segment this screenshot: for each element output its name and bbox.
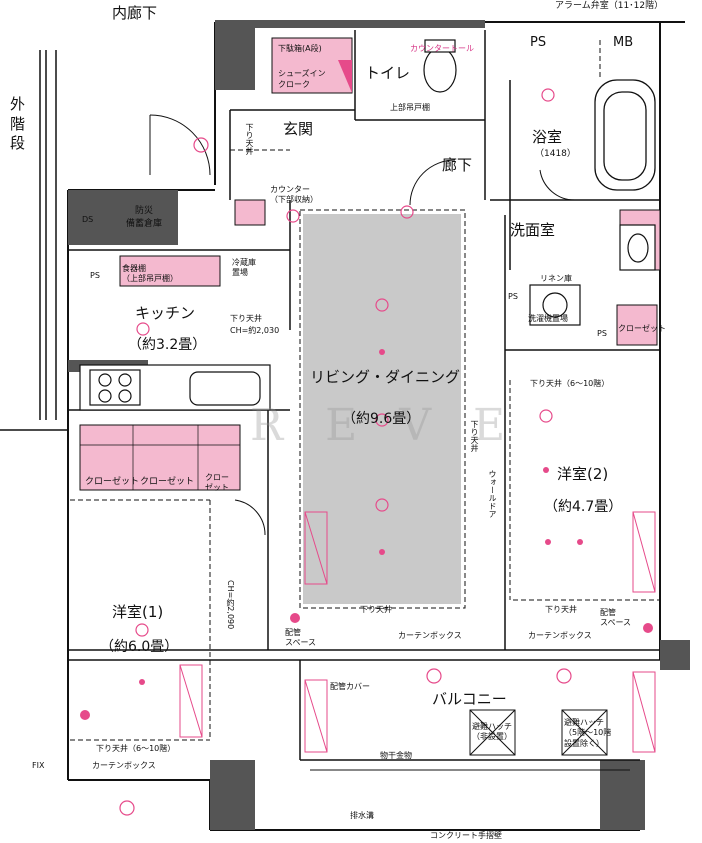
- entrance-label: 玄関: [283, 120, 314, 138]
- pipe-cover-label: 配管カバー: [330, 682, 370, 691]
- bath-label: 浴室: [532, 128, 563, 146]
- kitchen-ceiling-label: 下り天井 CH=約2,030: [230, 314, 280, 335]
- kitchen-label: キッチン: [135, 304, 196, 322]
- evac-hatch2-label: 避難ハッチ （5階〜10階 設置除く）: [564, 718, 612, 748]
- western2-label: 洋室(2): [557, 465, 609, 483]
- corridor-label: 廊下: [442, 156, 473, 174]
- kitchen-area: （約3.2畳）: [128, 337, 207, 353]
- evac-hatch1-label: 避難ハッチ （非設置）: [472, 722, 512, 742]
- western2-ceiling-label: 下り天井（6〜10階）: [530, 379, 610, 388]
- mb-label: MB: [613, 35, 634, 50]
- closet-wash-label: クローゼット: [618, 324, 666, 333]
- balcony-label: バルコニー: [432, 690, 507, 708]
- ps-wash2-label: PS: [597, 329, 607, 338]
- kitchen-cabinet-label: 食器棚 （上部吊戸棚）: [122, 264, 178, 284]
- washing-machine-label: 洗濯機置場: [528, 314, 568, 323]
- drain-label: 排水溝: [350, 811, 374, 820]
- ceiling-down-w2: 下り天井: [545, 605, 577, 614]
- closet3-label: クロー ゼット: [205, 473, 229, 493]
- wide-reach-label: CH=約2,090: [226, 580, 235, 630]
- closet2-label: クローゼット: [140, 477, 195, 487]
- concrete-wall-label: コンクリート手摺壁: [430, 831, 502, 840]
- toilet-label: トイレ: [365, 64, 411, 82]
- watermark: R E V E: [250, 400, 520, 451]
- inner-corridor-label: 内廊下: [112, 4, 158, 22]
- ldk-floor: [303, 214, 461, 604]
- fix-label: FIX: [32, 761, 45, 770]
- curtain-box3-label: カーテンボックス: [92, 761, 156, 770]
- western2-area: （約4.7畳）: [544, 499, 623, 515]
- western1-label: 洋室(1): [112, 603, 164, 621]
- counter-label: カウンター （下部収納）: [270, 185, 318, 205]
- outer-stairs-label: 外 階 段: [10, 95, 26, 152]
- alarm-valve-label: アラーム弁室（11･12階）: [555, 1, 664, 11]
- pipe-space2-label: 配管 スペース: [600, 608, 632, 628]
- western1-area: （約6.0畳）: [100, 639, 179, 655]
- washroom-label: 洗面室: [510, 221, 556, 239]
- pipe-space1-label: 配管 スペース: [285, 628, 317, 648]
- ldk-label: リビング・ダイニング: [310, 368, 461, 386]
- w1-ceiling-label: 下り天井（6〜10階）: [96, 744, 176, 753]
- ps-left-label: PS: [90, 271, 100, 280]
- fridge-label: 冷蔵庫 置場: [232, 258, 256, 278]
- ds-label: DS: [82, 215, 94, 224]
- ps-wash-label: PS: [508, 292, 518, 301]
- wall-door-note: ウォールドア: [488, 470, 497, 518]
- shoes-storage-label: 下駄箱(A段): [278, 44, 322, 53]
- ldk-area: （約9.6畳）: [342, 411, 421, 427]
- entry-ceiling-label: 下り天井: [245, 123, 254, 155]
- closet1-label: クローゼット: [85, 477, 140, 487]
- curtain-box1-label: カーテンボックス: [398, 631, 462, 640]
- ps-top-label: PS: [530, 35, 547, 50]
- shoes-closet-label: シューズイン クローク: [278, 69, 326, 90]
- ceiling-note: 下り天井: [470, 420, 479, 452]
- curtain-box2-label: カーテンボックス: [528, 631, 592, 640]
- drying-label: 物干金物: [380, 751, 412, 760]
- toilet-counter-label: カウンタートール: [410, 44, 474, 53]
- upper-door-label: 上部吊戸棚: [390, 103, 430, 112]
- fire-storage-label: 防災 備蓄倉庫: [126, 206, 163, 229]
- bath-size-label: （1418）: [535, 149, 576, 159]
- ceiling-down-ldk: 下り天井: [360, 605, 392, 614]
- linen-label: リネン庫: [540, 274, 572, 283]
